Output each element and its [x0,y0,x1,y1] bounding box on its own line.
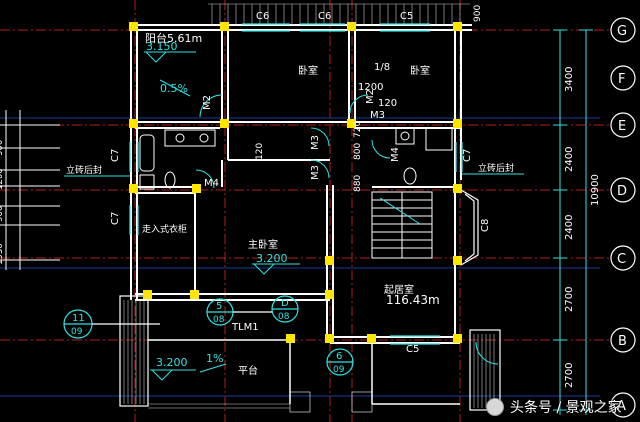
right-dim: 2400 [564,215,575,240]
door-tag: M3 [310,135,321,150]
window-tag: C7 [110,212,121,225]
right-dim: 2700 [564,287,575,312]
right-dim: 2700 [564,363,575,388]
section-mark-num: 6 [336,351,342,362]
inner-dim: 880 [353,175,363,192]
columns [129,22,462,343]
watermark-logo-icon [486,398,504,416]
window-tag: C8 [480,219,491,232]
svg-text:1950: 1950 [0,243,5,265]
door-tag: M4 [204,178,219,189]
section-mark-circles [63,295,354,376]
roof-hatch [208,3,470,25]
room-living-label: 起居室 [384,283,414,296]
room-platform-label: 平台 [238,364,258,377]
note-left: 立砖后封 [66,164,102,176]
elevation-platform: 3.200 [156,356,188,369]
staircase [371,191,433,259]
right-dim: 2400 [564,147,575,172]
section-mark-sheet: 09 [333,365,345,375]
watermark-text: 头条号 / 景观之家 [510,400,622,416]
inner-dim: 800 [353,143,363,160]
axis-bubbles [610,17,636,418]
bay-window [460,189,479,266]
slope-platform: 1% [206,352,223,365]
window-tag: C7 [462,149,473,162]
svg-text:1200: 1200 [0,168,5,190]
door-tag: M3 [370,110,385,121]
room-living-area: 116.43m [386,293,440,307]
bottom-hatch [119,295,501,413]
room-closet-label: 走入式衣柜 [142,223,187,235]
door-tag: M3 [310,165,321,180]
room-balcony-label: 阳台5.61m [145,31,202,45]
inner-dim: 900 [473,5,483,22]
walls [130,24,472,344]
window-tag: C6 [318,11,331,22]
room-master-bedroom-label: 主卧室 [248,238,278,251]
inner-dim: 120 [378,98,397,109]
window-tag: C6 [256,11,269,22]
svg-text:900: 900 [0,140,5,156]
elevation-master-bedroom: 3.200 [256,252,288,265]
section-mark-num: 1/8 [374,62,390,73]
section-mark-sheet: 08 [213,315,225,325]
axis-label: F [618,72,625,87]
inner-dim: 120 [255,143,265,160]
axis-label: G [617,24,627,39]
door-tag: M4 [390,147,401,162]
axis-label: B [618,334,627,349]
terrace-outline [148,339,460,405]
note-right: 立砖后封 [478,162,514,174]
axis-label: E [618,119,626,134]
section-mark-num: 5 [216,301,222,312]
window-tag: C5 [400,11,413,22]
watermark: 头条号 / 景观之家 [486,396,636,418]
windows [129,23,463,345]
axis-label: D [617,184,627,199]
inner-dim: 720 [353,121,363,138]
section-mark-sheet: 08 [278,312,290,322]
section-mark-num: D [281,298,289,309]
section-mark-sheet: 09 [71,327,83,337]
svg-text:900: 900 [0,206,5,222]
inner-dim: 1200 [358,82,383,93]
axis-label: A [617,399,626,414]
right-dim-total: 10900 [590,174,601,206]
axis-label: C [617,252,626,267]
room-bedroom-2-label: 卧室 [410,64,430,77]
elevation-balcony: 3.150 [146,40,178,53]
fixtures [139,127,453,190]
axis-grid [0,0,612,422]
door-tag: M2 [202,95,213,110]
left-dim-text: 1950 900 1200 900 [0,140,5,265]
section-mark-num: 11 [72,313,85,324]
slope-balcony: 0.5% [160,82,188,95]
window-tag: C5 [406,344,419,355]
level-markers [144,51,300,381]
door-tag: TLM1 [231,322,259,333]
right-dim-lines [553,29,593,415]
door-swings [195,94,499,365]
right-dim: 3400 [564,67,575,92]
door-tag: M2 [365,89,376,104]
room-bedroom-1-label: 卧室 [298,64,318,77]
window-tag: C7 [110,149,121,162]
left-dim-lines [0,110,60,270]
